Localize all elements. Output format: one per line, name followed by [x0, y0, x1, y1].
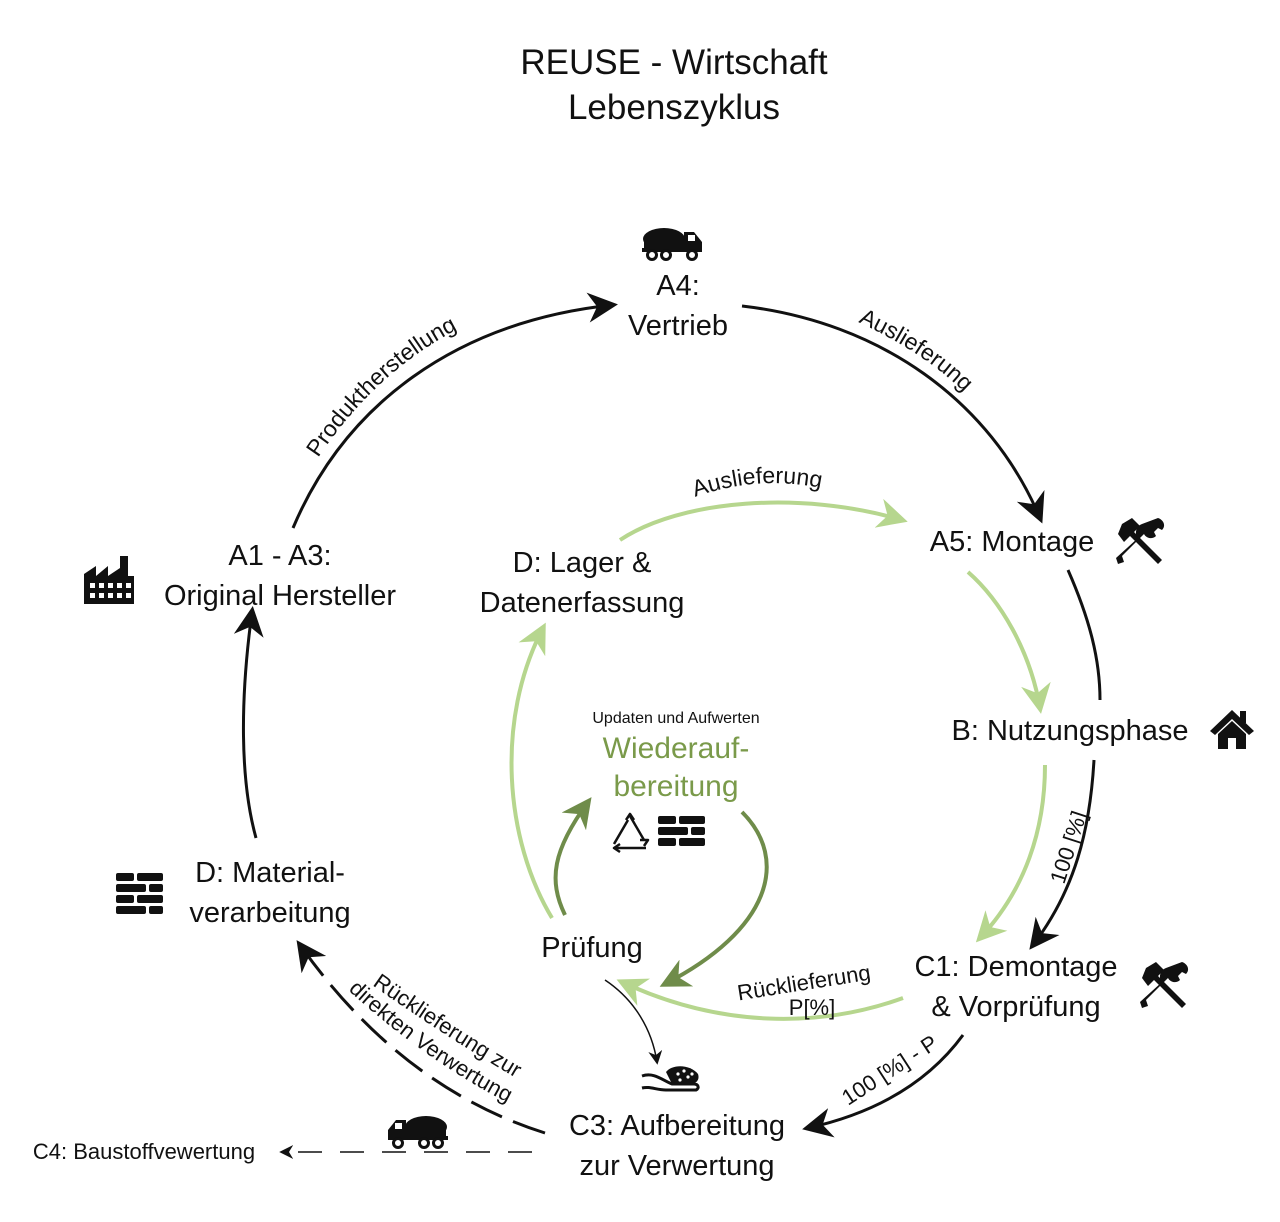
node-c1-demontage: C1: Demontage & Vorprüfung: [896, 947, 1136, 1027]
tools-icon: [1116, 518, 1165, 564]
node-pruefung: Prüfung: [541, 932, 643, 964]
node-c1-line-2: & Vorprüfung: [931, 991, 1101, 1023]
node-c3-line-2: zur Verwertung: [579, 1150, 775, 1182]
node-wiederaufbereitung: Updaten und Aufwerten Wiederauf- bereitu…: [540, 708, 812, 806]
node-d-materialverarbeitung: D: Material- verarbeitung: [160, 853, 380, 933]
node-d-material-line-1: D: Material-: [195, 857, 345, 889]
node-d-lager-line-1: D: Lager &: [512, 547, 652, 579]
recycle-icon: [612, 812, 650, 854]
arrow-a4-to-a5: [741, 304, 1045, 524]
arrow-material-to-a1a3: [233, 606, 264, 839]
wiederauf-caption: Updaten und Aufwerten: [592, 710, 760, 727]
node-a4-line-2: Vertrieb: [628, 310, 728, 342]
node-d-lager: D: Lager & Datenerfassung: [452, 543, 712, 623]
concrete-mixer-truck-icon: [642, 228, 702, 261]
hand-with-sand-icon: [641, 1066, 700, 1092]
node-c3-aufbereitung: C3: Aufbereitung zur Verwertung: [542, 1106, 812, 1186]
edge-label-ruecklieferung-2: P[%]: [789, 995, 835, 1020]
diagram-title: REUSE - Wirtschaft Lebenszyklus: [474, 40, 874, 130]
bricks-icon: [658, 816, 705, 846]
node-b-nutzungsphase: B: Nutzungsphase: [951, 715, 1189, 747]
arrow-lager-to-a5: [618, 498, 908, 542]
node-a4-line-1: A4:: [656, 270, 700, 302]
node-a1-a3-line-1: A1 - A3:: [228, 540, 332, 572]
bricks-icon: [116, 873, 163, 914]
title-line-2: Lebenszyklus: [567, 88, 781, 127]
title-line-1: REUSE - Wirtschaft: [520, 43, 828, 82]
edge-label-b-to-c1: 100 [%]: [1045, 808, 1092, 887]
node-c1-line-1: C1: Demontage: [914, 951, 1118, 983]
wiederauf-line-2: bereitung: [613, 770, 739, 803]
node-a5-montage: A5: Montage: [929, 526, 1095, 558]
factory-icon: [84, 556, 134, 604]
node-a1-a3-line-2: Original Hersteller: [163, 580, 397, 612]
node-d-lager-line-2: Datenerfassung: [479, 587, 685, 619]
node-a4-vertrieb: A4: Vertrieb: [578, 266, 778, 346]
arrow-pruefung-to-lager: [509, 622, 554, 920]
node-c3-line-1: C3: Aufbereitung: [568, 1110, 786, 1142]
house-icon: [1210, 710, 1254, 749]
arrow-c3-to-material-dashed: [296, 940, 546, 1135]
arrow-b-to-c1: [1029, 759, 1096, 950]
node-a1-a3-hersteller: A1 - A3: Original Hersteller: [140, 536, 420, 616]
edge-label-auslieferung-inner: Auslieferung: [689, 462, 825, 502]
arrow-wiederauf-to-pruefung: [659, 810, 769, 987]
edge-label-produktherstellung: Produktherstellung: [301, 311, 460, 461]
node-c4-baustoffverwertung: C4: Baustoffvewertung: [32, 1139, 256, 1164]
tools-icon: [1140, 962, 1189, 1008]
line-a5-to-b: [1066, 569, 1102, 701]
wiederauf-line-1: Wiederauf-: [602, 732, 750, 765]
arrow-c1-to-pruefung: [616, 978, 904, 1021]
arrow-c1-to-c3: [802, 1034, 965, 1138]
concrete-mixer-truck-icon: [388, 1116, 448, 1149]
arrow-pruefung-to-wiederauf: [553, 797, 592, 916]
node-d-material-line-2: verarbeitung: [189, 897, 351, 929]
edge-label-auslieferung-outer: Auslieferung: [856, 303, 979, 396]
arrow-a1a3-to-a4: [291, 292, 618, 529]
arrow-b-to-c1-green: [975, 764, 1047, 943]
arrow-pruefung-to-c3: [604, 979, 663, 1065]
arrow-a5-to-b: [966, 570, 1051, 714]
